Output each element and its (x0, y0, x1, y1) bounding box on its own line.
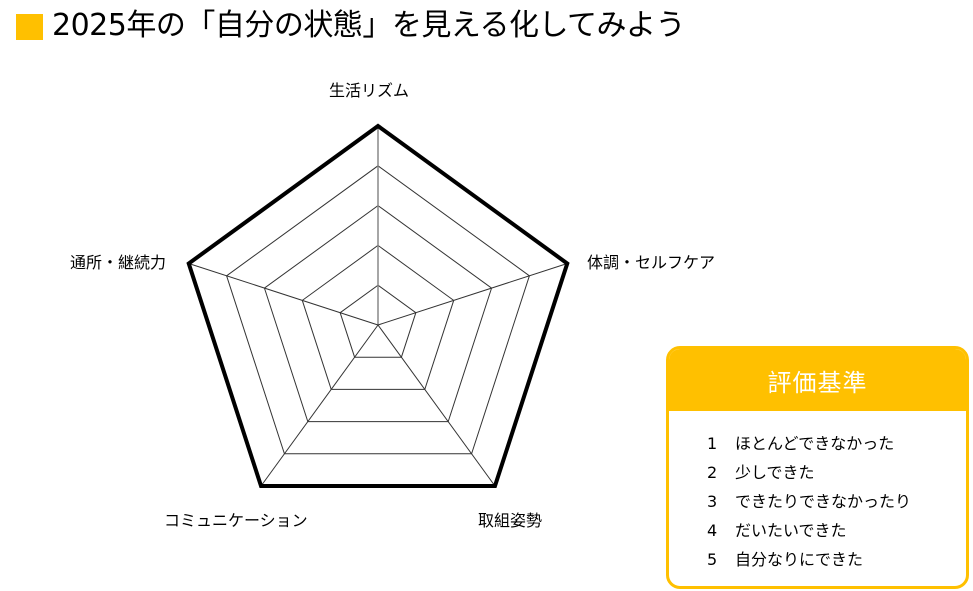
radar-spokes (188, 126, 568, 487)
radar-spoke (188, 263, 379, 326)
axis-label-communication: コミュニケーション (164, 511, 308, 530)
title-accent-square (16, 14, 43, 40)
radar-grid-ring (263, 204, 493, 423)
evaluation-criteria-title: 評価基準 (669, 349, 966, 411)
radar-spoke (260, 324, 379, 487)
radar-grid-ring (339, 284, 417, 358)
radar-grid-ring (226, 165, 530, 455)
axis-label-lifestyle-rhythm: 生活リズム (329, 81, 410, 100)
radar-outer-ring (186, 123, 570, 488)
radar-grid-ring (301, 244, 455, 390)
axis-label-health-selfcare: 体調・セルフケア (587, 253, 716, 272)
radar-spoke (377, 324, 496, 487)
radar-spoke (377, 263, 568, 326)
radar-grid (226, 165, 530, 455)
page-title: 2025年の「自分の状態」を見える化してみよう (52, 8, 686, 43)
axis-label-attitude: 取組姿勢 (478, 511, 543, 530)
axis-label-attendance: 通所・継続力 (70, 253, 167, 272)
